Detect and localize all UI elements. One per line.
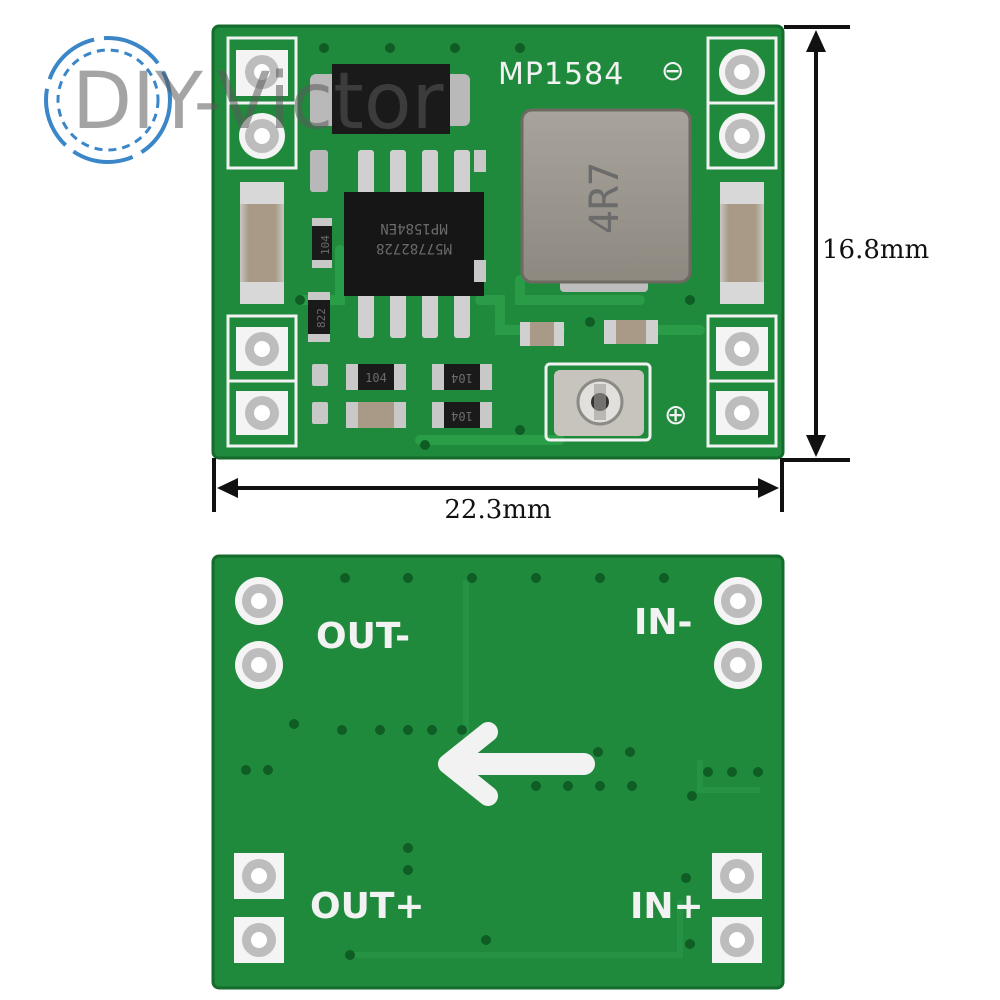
pad-top-left-1 bbox=[236, 50, 288, 96]
in-plus-label: IN+ bbox=[630, 886, 704, 927]
inductor-label: 4R7 bbox=[582, 162, 628, 234]
pad-in-plus-2 bbox=[712, 917, 762, 963]
pad-top-right-1 bbox=[719, 49, 765, 95]
pad-bottom-left-2 bbox=[236, 391, 288, 435]
in-minus-label: IN- bbox=[634, 602, 692, 643]
pad-in-minus-2 bbox=[714, 641, 762, 689]
pad-out-minus-1 bbox=[235, 577, 283, 625]
pad-bottom-right-2 bbox=[716, 391, 768, 435]
top-pcb: 104 822 MP1584EN M57782728 MP1584 ⊖ bbox=[211, 24, 785, 460]
pad-out-plus-1 bbox=[234, 853, 284, 899]
buck-converter-chip: MP1584EN M57782728 bbox=[344, 150, 484, 338]
height-label: 16.8mm bbox=[822, 235, 929, 265]
pad-top-right-2 bbox=[719, 113, 765, 159]
watermark-text: DIY-Victor bbox=[72, 57, 445, 147]
chip-silkscreen-label: MP1584 bbox=[498, 57, 624, 92]
diode-component bbox=[310, 64, 470, 134]
width-dimension bbox=[212, 458, 784, 512]
chip-marking-1: MP1584EN bbox=[380, 220, 447, 236]
smd-resistor-row: 104 104 104 bbox=[346, 364, 492, 428]
bottom-pcb: OUT- IN- OUT+ IN+ bbox=[211, 554, 785, 990]
resistor-column: 104 822 bbox=[308, 150, 332, 424]
out-minus-label: OUT- bbox=[316, 616, 410, 657]
resistor-label-822: 822 bbox=[315, 308, 328, 328]
trimmer-potentiometer bbox=[544, 362, 652, 442]
svg-text:104: 104 bbox=[319, 235, 332, 255]
chip-marking-2: M57782728 bbox=[376, 240, 452, 256]
small-capacitors bbox=[520, 320, 658, 346]
out-plus-label: OUT+ bbox=[310, 886, 425, 927]
pad-top-left-2 bbox=[239, 113, 285, 159]
capacitor-right bbox=[720, 182, 764, 304]
left-arrow-icon bbox=[438, 722, 595, 806]
pad-bottom-right-1 bbox=[716, 327, 768, 371]
watermark-logo-icon bbox=[44, 36, 172, 164]
minus-symbol: ⊖ bbox=[661, 54, 684, 87]
pad-bottom-left-1 bbox=[236, 327, 288, 371]
plus-symbol: ⊕ bbox=[664, 398, 687, 431]
height-dimension bbox=[784, 25, 850, 462]
resistor-label-1: 104 bbox=[365, 371, 387, 385]
width-label: 22.3mm bbox=[444, 495, 551, 525]
capacitor-left bbox=[240, 182, 284, 304]
pad-in-minus-1 bbox=[714, 577, 762, 625]
resistor-label-2: 104 bbox=[451, 371, 473, 385]
pad-out-minus-2 bbox=[235, 641, 283, 689]
inductor: 4R7 bbox=[520, 108, 692, 292]
resistor-label-3: 104 bbox=[451, 409, 473, 423]
pad-in-plus-1 bbox=[712, 853, 762, 899]
pad-out-plus-2 bbox=[234, 917, 284, 963]
